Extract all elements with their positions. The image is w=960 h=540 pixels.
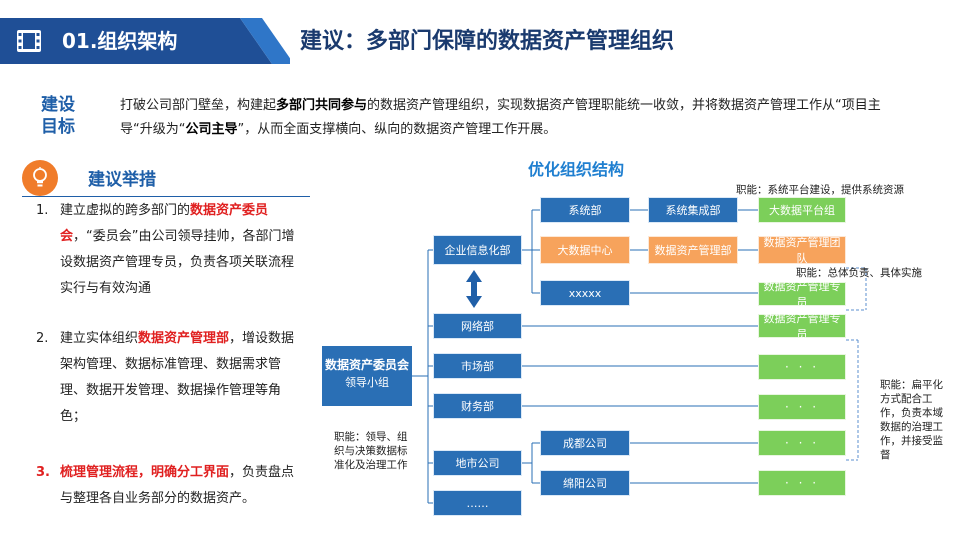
dept-box: 市场部: [433, 353, 522, 379]
dept-box: ……: [433, 490, 522, 516]
item-text: 建立虚拟的跨多部门的: [60, 203, 191, 218]
committee-sub: 领导小组: [345, 376, 389, 389]
dept-box: 地市公司: [433, 450, 522, 476]
org-title: 优化组织结构: [528, 160, 625, 179]
team-box: 数据资产管理团队: [758, 236, 846, 265]
item-text: 建立实体组织: [60, 331, 139, 346]
overall-note: 职能：总体负责、具体实施: [796, 267, 922, 279]
flat-note: 职能：扁平化方式配合工作，负责本域数据的治理工作，并接受监督: [880, 379, 943, 461]
item-highlight: 数据资产管理部: [138, 331, 230, 346]
dept-box: 财务部: [433, 393, 522, 419]
committee-box: 数据资产委员会 领导小组: [322, 346, 412, 406]
dept-box: 网络部: [433, 313, 522, 339]
item-highlight: 数据资产委员会: [60, 203, 269, 244]
item-text: ，增设数据架构管理、数据标准管理、数据需求管理、数据开发管理、数据操作管理等角色…: [60, 331, 295, 424]
item-number: 3.: [36, 465, 50, 480]
measure-item-3: 3. 梳理管理流程，明确分工界面，负责盘点与整理各自业务部分的数据资产。: [36, 460, 298, 512]
item-number: 2.: [36, 331, 49, 346]
section-title: 01.组织架构: [62, 29, 178, 53]
specialist-box: · · ·: [758, 470, 846, 496]
sub-dept-box: 系统部: [540, 197, 630, 223]
measure-item-1: 1. 建立虚拟的跨多部门的数据资产委员会，“委员会”由公司领导挂帅，各部门增设数…: [36, 198, 298, 302]
item-highlight: 梳理管理流程，明确分工界面: [60, 465, 230, 480]
measure-item-2: 2. 建立实体组织数据资产管理部，增设数据架构管理、数据标准管理、数据需求管理、…: [36, 326, 298, 430]
branch-box: 成都公司: [540, 430, 630, 456]
specialist-box: 数据资产管理专员: [758, 312, 846, 341]
team-box: 大数据平台组: [758, 197, 846, 223]
item-text: ，“委员会”由公司领导挂帅，各部门增设数据资产管理专员，负责各项关联流程实行与有…: [60, 229, 295, 296]
goal-text: 打破公司部门壁垒，构建起多部门共同参与的数据资产管理组织，实现数据资产管理职能统…: [120, 94, 890, 142]
dept-box: 企业信息化部: [433, 235, 522, 265]
lead-note: 职能：领导、组织与决策数据标准化及治理工作: [334, 431, 408, 471]
goal-part-bold: 多部门共同参与: [276, 98, 368, 113]
specialist-box: · · ·: [758, 430, 846, 456]
committee-name: 数据资产委员会: [324, 358, 409, 372]
platform-note: 职能：系统平台建设，提供系统资源: [736, 184, 904, 196]
goal-part-bold: 公司主导: [185, 122, 238, 137]
goal-label: 建设目标: [41, 95, 75, 137]
goal-part: 的数据资产管理组织，实现数据资产管理职能统一收敛，并将数据资产管理工作从“项目主…: [120, 98, 881, 137]
lightbulb-icon: [22, 160, 58, 196]
sub-dept-box: 系统集成部: [648, 197, 738, 223]
sub-dept-box: xxxxx: [540, 280, 630, 306]
header-band: [0, 18, 290, 64]
divider: [22, 196, 310, 197]
sub-dept-box: 大数据中心: [540, 236, 630, 264]
goal-part: 打破公司部门壁垒，构建起: [120, 98, 277, 113]
sub-dept-box: 数据资产管理部: [648, 236, 738, 264]
measures-title: 建议举措: [88, 170, 156, 190]
page-title: 建议：多部门保障的数据资产管理组织: [300, 29, 675, 54]
film-icon: [16, 29, 42, 53]
goal-part: ”，从而全面支撑横向、纵向的数据资产管理工作开展。: [237, 122, 557, 137]
specialist-box: · · ·: [758, 354, 846, 380]
specialist-box: 数据资产管理专员: [758, 280, 846, 309]
branch-box: 绵阳公司: [540, 470, 630, 496]
item-number: 1.: [36, 203, 49, 218]
specialist-box: · · ·: [758, 394, 846, 420]
item-text: ，负责盘点与整理各自业务部分的数据资产。: [60, 465, 295, 506]
